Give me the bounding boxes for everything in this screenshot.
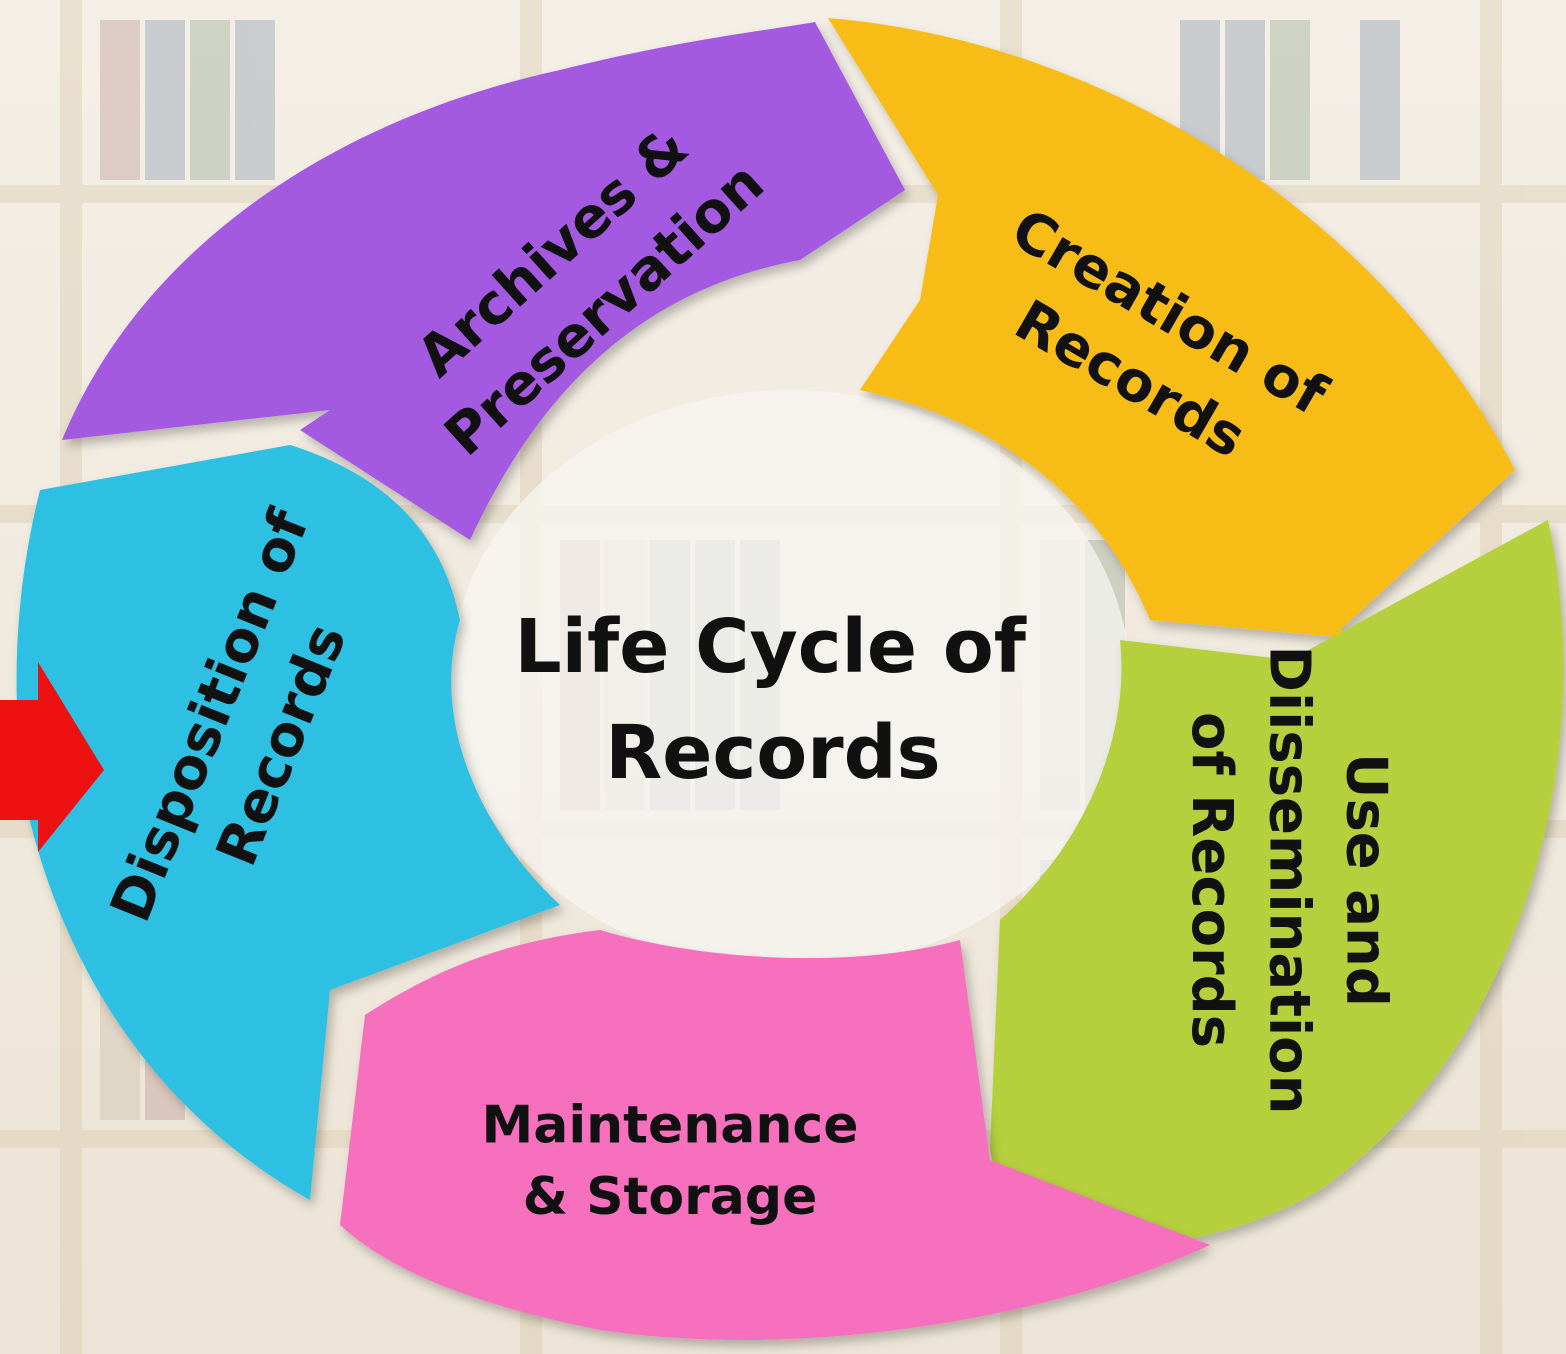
use-segment bbox=[990, 520, 1564, 1248]
maintenance-label: Maintenance & Storage bbox=[481, 1095, 858, 1227]
red-pointer-arrow-icon bbox=[0, 662, 104, 852]
use-label: Use andDiisseminationof Records bbox=[1179, 645, 1399, 1114]
center-disc bbox=[450, 390, 1130, 970]
use-label-line-3: of Records bbox=[1179, 712, 1244, 1048]
archives-segment bbox=[62, 22, 905, 540]
creation-segment bbox=[828, 18, 1515, 640]
disposition-segment bbox=[16, 445, 560, 1200]
use-label-line-1: Use and bbox=[1334, 753, 1399, 1007]
center-title: Life Cycle of Records bbox=[514, 604, 1031, 796]
use-label-line-2: Diissemination bbox=[1256, 645, 1321, 1114]
maintenance-label-line-1: Maintenance bbox=[481, 1095, 858, 1155]
maintenance-segment bbox=[340, 930, 1210, 1341]
center-title-line-2: Records bbox=[605, 710, 940, 796]
maintenance-label-line-2: & Storage bbox=[523, 1167, 818, 1227]
segments-layer bbox=[16, 18, 1564, 1341]
center-title-line-1: Life Cycle of bbox=[514, 604, 1026, 690]
